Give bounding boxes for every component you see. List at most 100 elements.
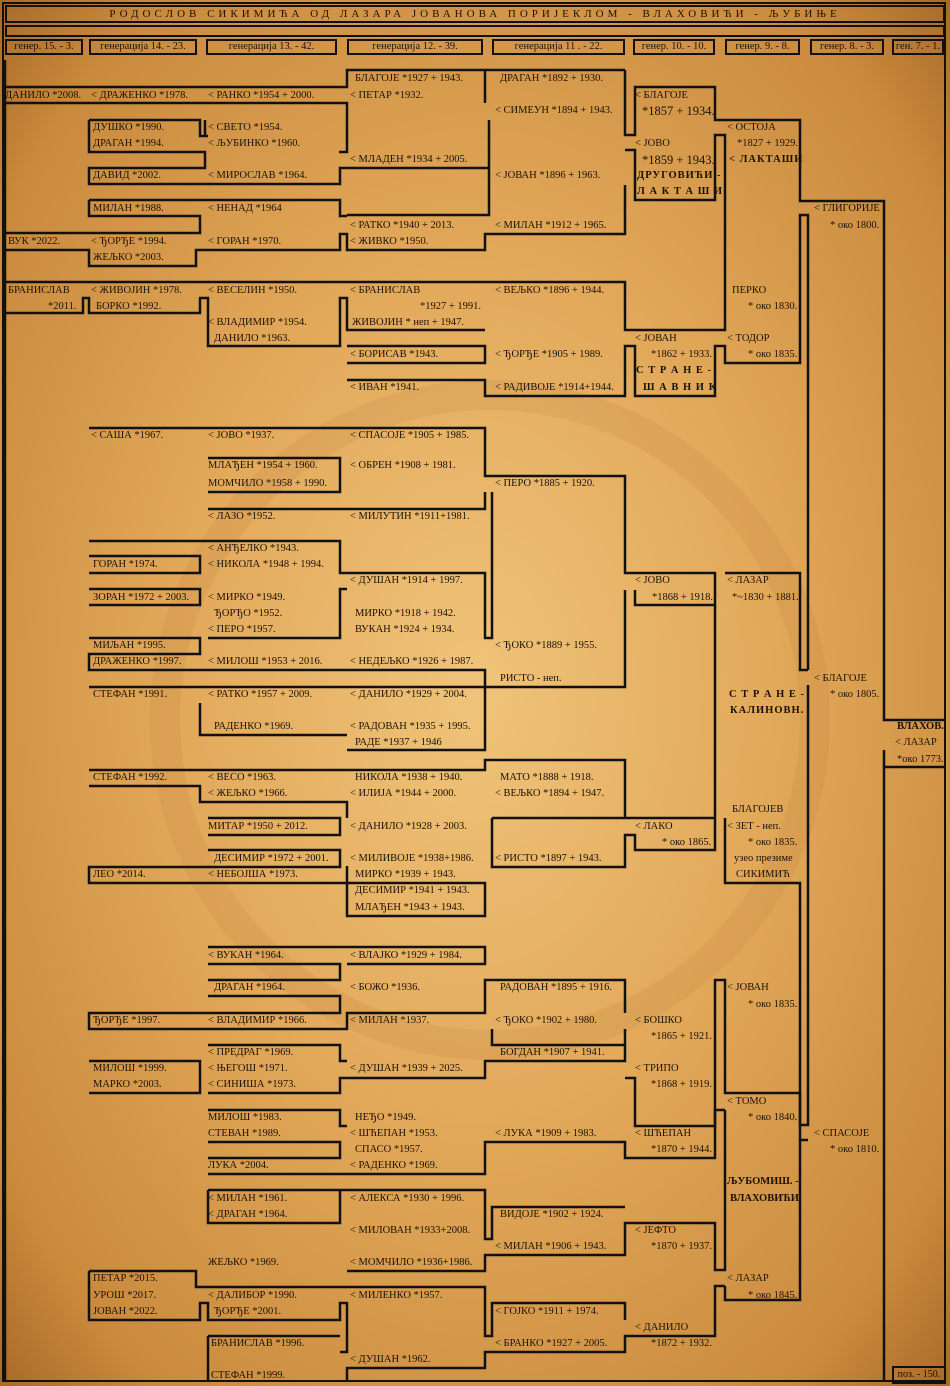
person-entry: МАТО *1888 + 1918. [500, 772, 594, 783]
person-entry: < БРАНКО *1927 + 2005. [495, 1338, 608, 1349]
person-entry: < РАДОВАН *1935 + 1995. [350, 721, 471, 732]
person-entry: РАДЕ *1937 + 1946 [355, 737, 442, 748]
person-entry: < ЈЕФТО [635, 1225, 676, 1236]
person-entry: ПЕРКО [732, 285, 767, 296]
person-entry: < ДАЛИБОР *1990. [208, 1290, 297, 1301]
person-entry: БЛАГОЈЕ *1927 + 1943. [355, 73, 464, 84]
connector-line [87, 848, 487, 918]
person-entry: < ИВАН *1941. [350, 382, 420, 393]
person-entry: < ЈОВАН [727, 982, 769, 993]
person-entry: С Т Р А Н Е - [729, 689, 805, 700]
connector-line [198, 703, 347, 737]
person-entry: < ЂОКО *1902 + 1980. [495, 1015, 598, 1026]
person-entry: < ДАНИЛО *1929 + 2004. [350, 689, 467, 700]
person-entry: СТЕФАН *1992. [93, 772, 168, 783]
person-entry: < ДРАЖЕНКО *1978. [91, 90, 189, 101]
person-entry: *1827 + 1929. [737, 138, 799, 149]
person-entry: < ЊЕГОШ *1971. [208, 1063, 288, 1074]
connector-line [208, 1108, 347, 1128]
person-entry: РАДОВАН *1895 + 1916. [500, 982, 613, 993]
person-entry: < РАДИВОЈЕ *1914+1944. [495, 382, 614, 393]
person-entry: ЛЕО *2014. [93, 869, 146, 880]
person-entry: < САША *1967. [91, 430, 164, 441]
person-entry: < ТОДОР [727, 333, 770, 344]
person-entry: < СИНИША *1973. [208, 1079, 296, 1090]
connector-line [725, 571, 808, 672]
person-entry: < ЛАЗО *1952. [208, 511, 276, 522]
person-entry: < ЗЕТ - неп. [727, 821, 781, 832]
person-entry: < ЈОВАН *1896 + 1963. [495, 170, 601, 181]
person-entry: *2011. [48, 301, 77, 312]
person-entry: ЂОРЂО *1952. [214, 608, 283, 619]
person-entry: *око 1773. [897, 754, 944, 765]
person-entry: < МЛАДЕН *1934 + 2005. [350, 154, 468, 165]
person-entry: ДРАГАН *1892 + 1930. [500, 73, 604, 84]
person-entry: ЂОРЂЕ *1997. [93, 1015, 161, 1026]
person-entry: < РАТКО *1957 + 2009. [208, 689, 313, 700]
person-entry: * око 1865. [662, 837, 712, 848]
person-entry: *1870 + 1944. [651, 1144, 713, 1155]
person-entry: * око 1800. [830, 220, 880, 231]
connector-line [89, 198, 347, 218]
person-entry: УРОШ *2017. [93, 1290, 157, 1301]
person-entry: < МОМЧИЛО *1936+1986. [350, 1257, 473, 1268]
person-entry: *1870 + 1937. [651, 1241, 713, 1252]
person-entry: * око 1840. [748, 1112, 798, 1123]
person-entry: < ДРАГАН *1964. [208, 1209, 288, 1220]
person-entry: < РИСТО *1897 + 1943. [495, 853, 602, 864]
person-entry: МЛАЂЕН *1943 + 1943. [355, 902, 465, 913]
person-entry: < МИРОСЛАВ *1964. [208, 170, 308, 181]
person-entry: < ОБРЕН *1908 + 1981. [350, 460, 456, 471]
person-entry: < ЉУБИНКО *1960. [208, 138, 301, 149]
person-entry: МИЛОШ *1983. [208, 1112, 282, 1123]
generation-label: генер. 15. - 3. [5, 39, 83, 55]
person-entry: < МИЛОВАН *1933+2008. [350, 1225, 471, 1236]
person-entry: < ЖЕЉКО *1966. [208, 788, 288, 799]
connector-line [5, 185, 627, 268]
person-entry: < ТРИПО [635, 1063, 679, 1074]
person-entry: * око 1810. [830, 1144, 880, 1155]
person-entry: < НЕДЕЉКО *1926 + 1987. [350, 656, 474, 667]
person-entry: < БОЖО *1936. [350, 982, 421, 993]
connector-line [723, 685, 810, 1127]
person-entry: < ПЕТАР *1932. [350, 90, 424, 101]
person-entry: *1857 + 1934. [642, 104, 715, 118]
person-entry: ДУШКО *1990. [93, 122, 165, 133]
person-entry: < ЈОВО [635, 138, 670, 149]
person-entry: ДРАЖЕНКО *1997. [93, 656, 182, 667]
person-entry: < ЖИВОЈИН *1978. [91, 285, 182, 296]
person-entry: < МИЛАН *1912 + 1965. [495, 220, 607, 231]
person-entry: < БЛАГОЈЕ [635, 90, 688, 101]
connector-line [208, 816, 342, 837]
person-entry: < ЛАЗАР [727, 575, 769, 586]
person-entry: < ПРЕДРАГ *1969. [208, 1047, 294, 1058]
person-entry: СИКИМИЋ [736, 869, 790, 880]
person-entry: ВУК *2022. [8, 236, 61, 247]
person-entry: * око 1835. [748, 999, 798, 1010]
connector-line [347, 120, 491, 217]
person-entry: < МИЛАН *1937. [350, 1015, 430, 1026]
person-entry: С Т Р А Н Е - [636, 365, 712, 376]
person-entry: < РАНКО *1954 + 2000. [208, 90, 315, 101]
person-entry: МИРКО *1939 + 1943. [355, 869, 456, 880]
connector-line [625, 978, 808, 1142]
person-entry: *1859 + 1943. [642, 153, 715, 167]
connector-line [485, 133, 727, 332]
connector-line [208, 1140, 342, 1160]
person-entry: СТЕФАН *1991. [93, 689, 168, 700]
person-entry: < СПАСОЈЕ [814, 1128, 870, 1139]
person-entry: НЕЂО *1949. [355, 1112, 416, 1123]
connector-line [89, 492, 494, 640]
connector-line [89, 784, 349, 818]
header-divider [5, 25, 945, 37]
person-entry: < СВЕТО *1954. [208, 122, 283, 133]
person-entry: *1862 + 1933. [651, 349, 713, 360]
person-entry: < ИЛИЈА *1944 + 2000. [350, 788, 457, 799]
person-entry: ДРАГАН *1964. [214, 982, 285, 993]
person-entry: < МИЛИВОЈЕ *1938+1986. [350, 853, 474, 864]
person-entry: < ЂОРЂЕ *1994. [91, 236, 167, 247]
connector-line [5, 200, 202, 235]
person-entry: < БЛАГОЈЕ [814, 673, 867, 684]
connector-line [208, 1188, 625, 1241]
